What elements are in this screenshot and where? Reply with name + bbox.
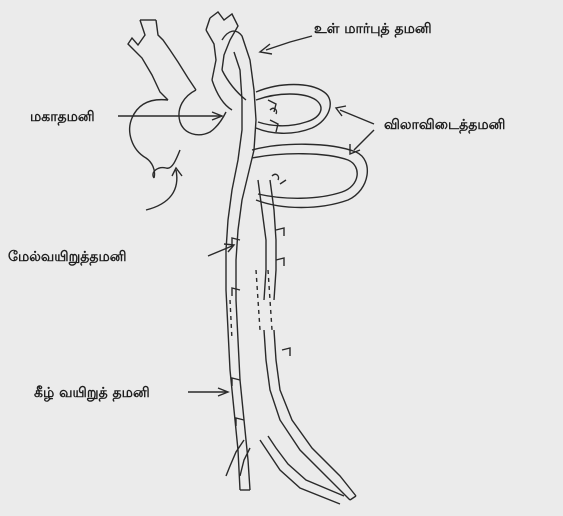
internal-thoracic-artery-vessel bbox=[222, 31, 356, 504]
label-superior-epigastric-artery: மேல்வயிறுத்தமனி bbox=[8, 250, 127, 264]
label-internal-thoracic-artery: உள் மார்புத் தமனி bbox=[314, 22, 432, 36]
aortic-arch bbox=[128, 12, 246, 210]
pointer-arrows bbox=[118, 36, 374, 396]
label-aorta: மகாதமனி bbox=[30, 110, 95, 124]
label-inferior-epigastric-artery: கீழ் வயிறுத் தமனி bbox=[34, 386, 150, 400]
label-intercostal-artery: விலாவிடைத்தமனி bbox=[384, 118, 505, 132]
